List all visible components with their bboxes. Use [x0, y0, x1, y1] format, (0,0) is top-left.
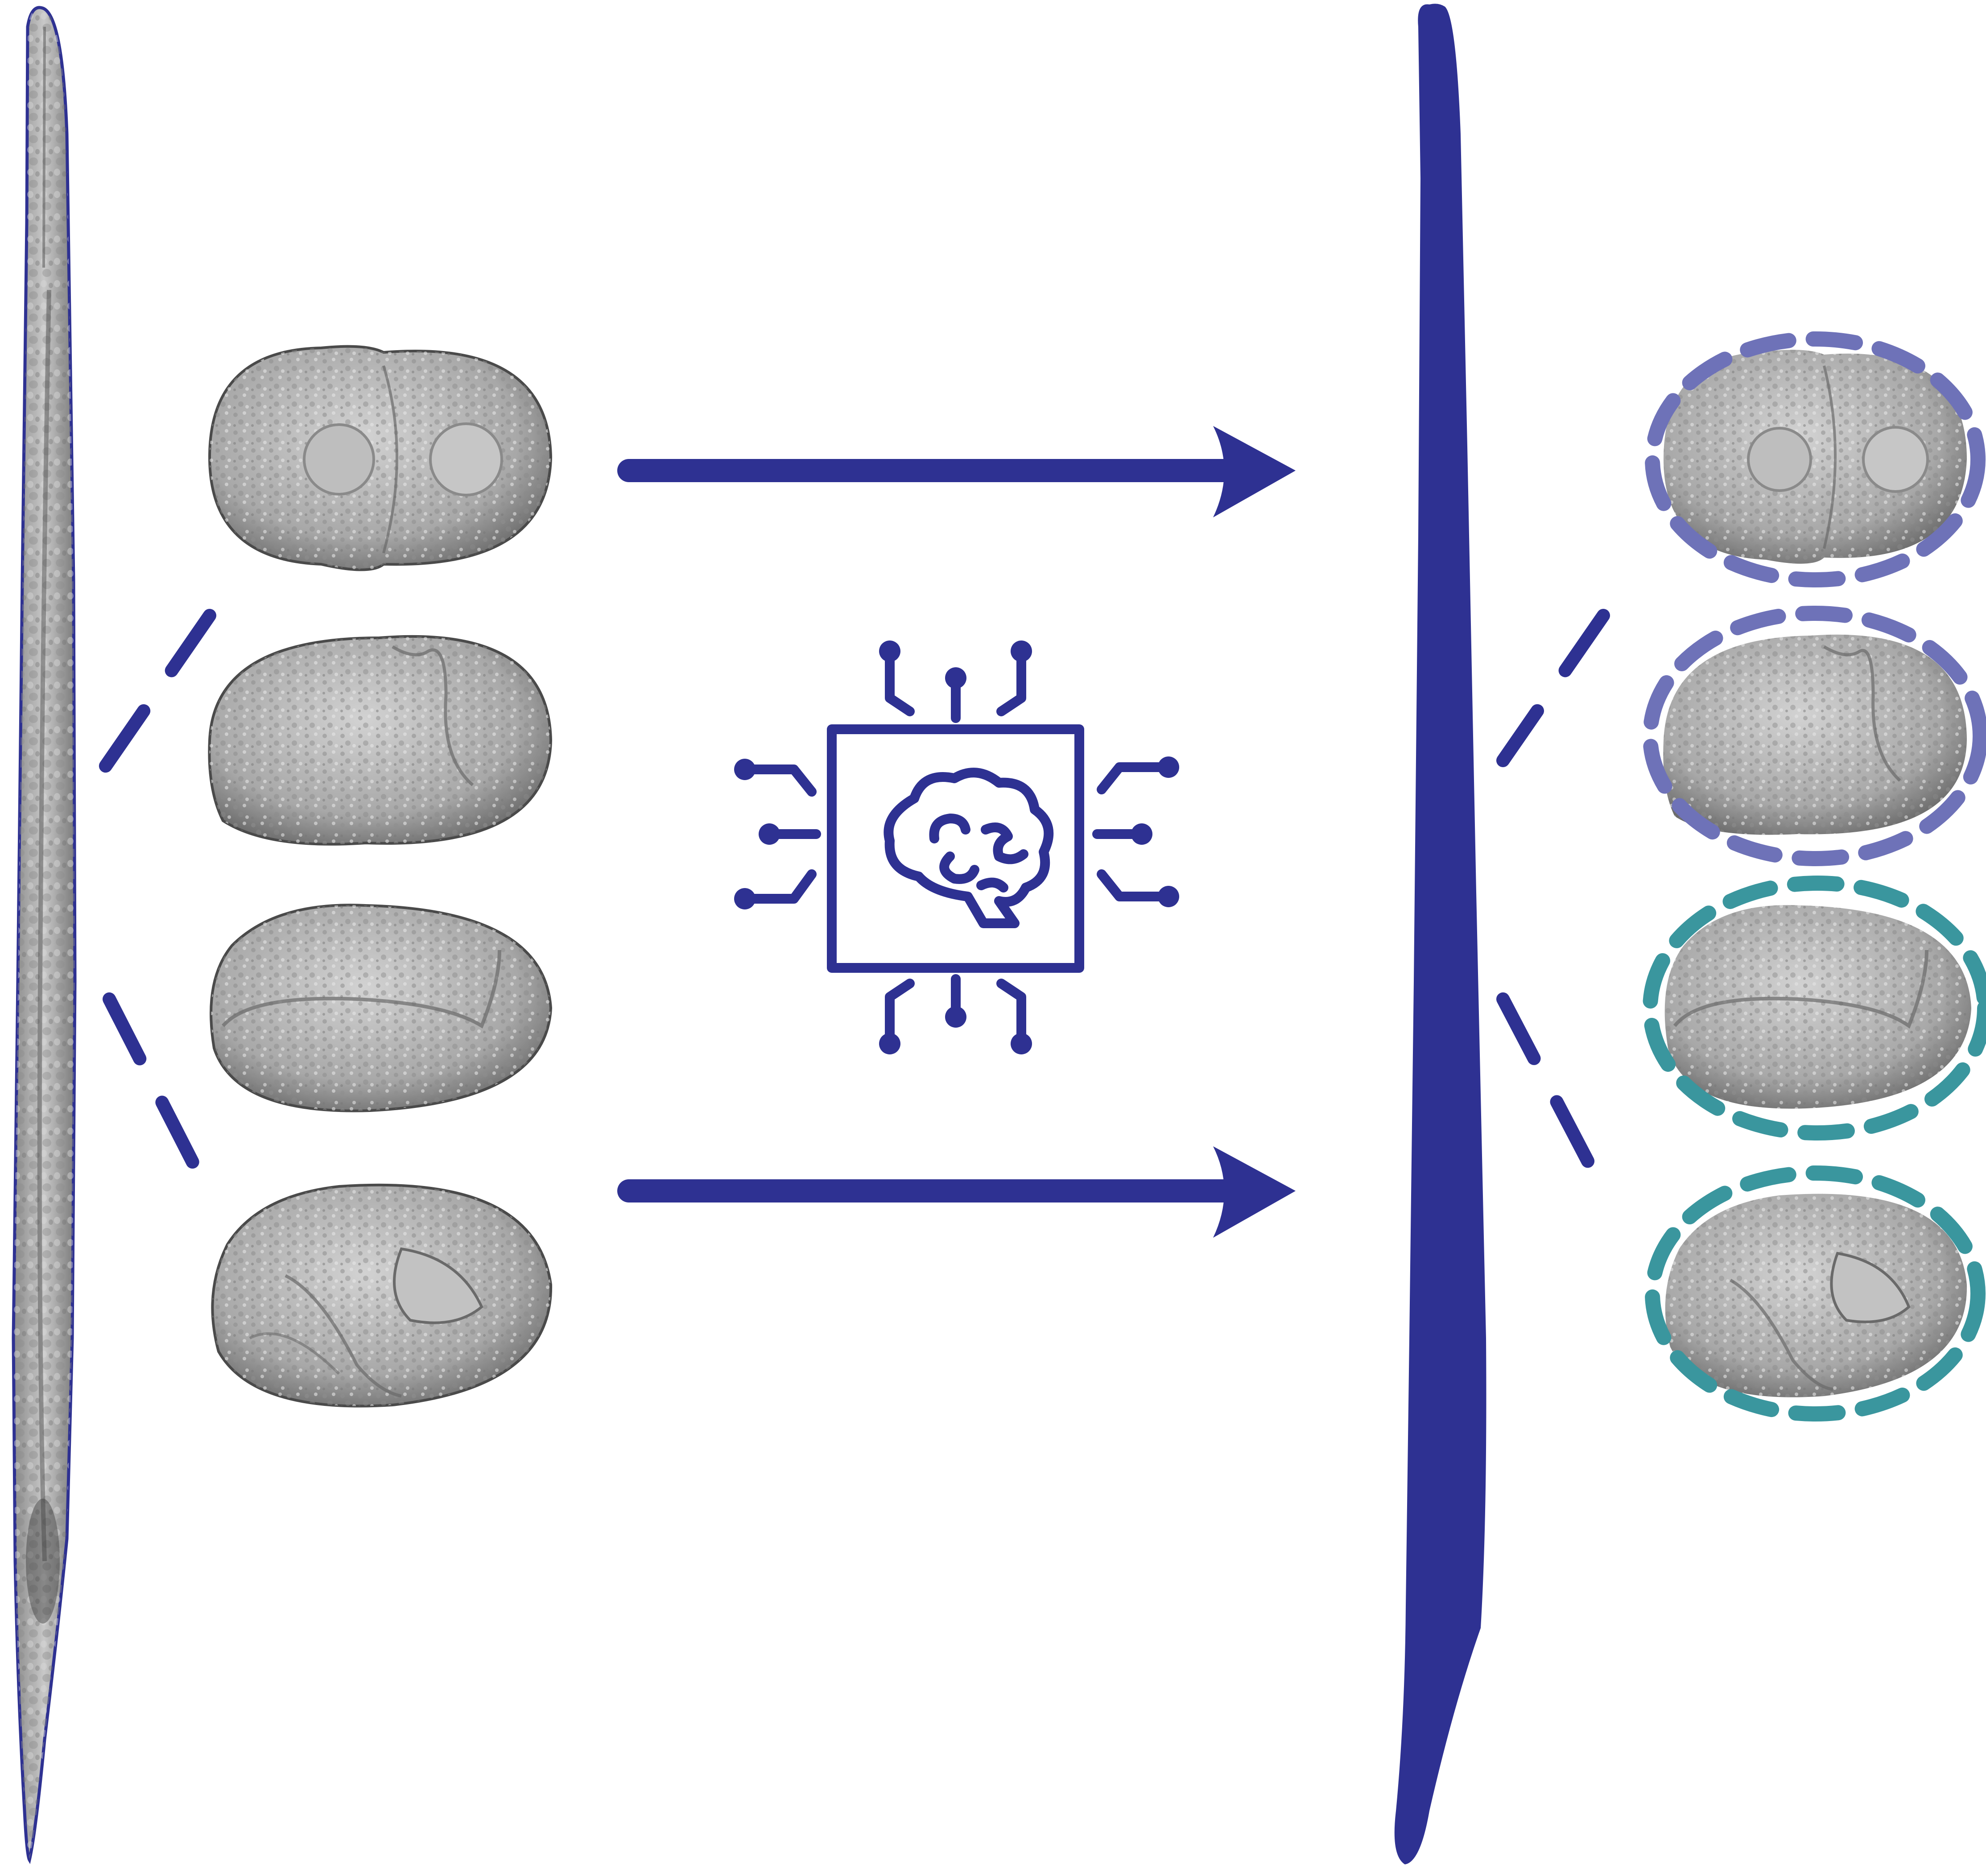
worm-silhouette	[1394, 4, 1486, 1864]
chip-pin-bottom-left	[885, 979, 915, 1044]
left-connectors	[98, 609, 216, 1202]
embryo-bean-left	[210, 904, 553, 1112]
embryo-two-cell-right	[1645, 331, 1986, 587]
chip-pin-left-bottom	[744, 869, 817, 904]
worm-micrograph-texture	[13, 7, 75, 1860]
right-connectors	[1496, 609, 1610, 1198]
worm-gut-line	[37, 289, 51, 1562]
worm-pharynx-line	[42, 26, 46, 268]
left-worm	[12, 6, 77, 1864]
arrow-head-top	[1213, 426, 1296, 517]
outline-teal	[1643, 876, 1986, 1140]
arrow-top	[617, 426, 1296, 517]
outline-lavender	[1645, 331, 1986, 587]
embryo-bean-right	[1643, 876, 1986, 1140]
arrow-bottom	[617, 1146, 1296, 1238]
chip-pin-left-top	[744, 764, 817, 797]
embryo-folded-right	[1645, 1165, 1986, 1421]
chip-pin-bottom-right	[996, 979, 1026, 1044]
embryo-cleavage-left	[208, 635, 553, 846]
arrow-head-bottom	[1213, 1146, 1296, 1238]
connector-lower-left	[103, 992, 216, 1202]
chip-pin-top-left	[885, 651, 915, 716]
ai-chip-brain-icon	[734, 640, 1179, 1054]
chip-square	[827, 724, 1084, 973]
left-embryos	[208, 345, 553, 1408]
connector-upper-left	[98, 609, 216, 774]
brain-icon	[884, 768, 1054, 928]
chip-pin-right-bottom	[1097, 869, 1169, 901]
chip-pin-top-right	[996, 651, 1026, 716]
outline-lavender	[1643, 606, 1986, 866]
embryo-two-cell-left	[208, 345, 553, 571]
embryo-cleavage-right	[1643, 606, 1986, 866]
embryo-folded-left	[211, 1183, 553, 1408]
chip-pin-right-top	[1097, 762, 1169, 794]
connector-lower-right	[1496, 992, 1610, 1198]
right-embryos	[1643, 331, 1986, 1421]
outline-teal	[1645, 1165, 1986, 1421]
worm-dark-region	[26, 1499, 60, 1624]
connector-upper-right	[1496, 609, 1610, 767]
